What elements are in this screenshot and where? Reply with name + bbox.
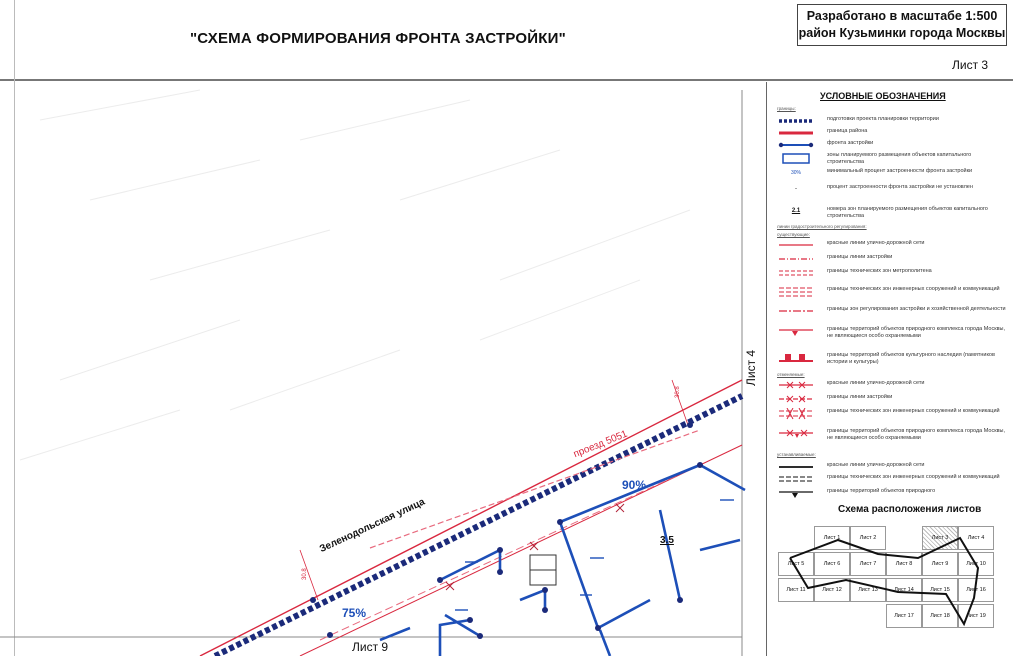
front-line-nodes <box>310 422 703 639</box>
red-line-icon <box>779 244 813 246</box>
legend-item: границы линии застройки <box>771 394 1011 408</box>
scale-text: Разработано в масштабе 1:500 <box>806 9 998 23</box>
legend-group-regulation: линии градостроительного регулирования: <box>777 224 867 229</box>
legend-item: границы технических зон инженерных соору… <box>771 408 1011 422</box>
red-cross-line-icon <box>779 381 813 389</box>
red-line-upper <box>199 379 743 657</box>
dimension-line-upper <box>671 379 689 426</box>
sheet-cell[interactable]: Лист 9 <box>922 552 958 576</box>
legend-item: фронта застройки <box>771 140 1011 154</box>
legend-item: красные линии улично-дорожной сети <box>771 240 1011 254</box>
legend-group-boundaries: границы: <box>777 106 796 111</box>
dimension-line-lower <box>299 549 319 601</box>
neighbour-sheet-bottom[interactable]: Лист 9 <box>352 640 389 654</box>
legend-title: УСЛОВНЫЕ ОБОЗНАЧЕНИЯ <box>820 91 946 101</box>
legend-item: границы территорий объектов культурного … <box>771 352 1011 366</box>
black-line-icon <box>779 466 813 468</box>
legend-item: границы линии застройки <box>771 254 1011 268</box>
passage-line <box>369 429 701 549</box>
sheet-cell[interactable]: Лист 2 <box>850 526 886 550</box>
zone-number-label: 3.5 <box>660 535 674 546</box>
dimension-label-lower: 30.8 <box>302 568 308 580</box>
legend-item: зоны планируемого размещения объектов ка… <box>771 152 1011 166</box>
legend-group-cancelled: отменяемые: <box>777 372 805 377</box>
district-text: район Кузьминки города Москвы <box>798 26 1006 40</box>
sheet-cell[interactable]: Лист 11 <box>778 578 814 602</box>
red-dash-line-icon <box>779 258 813 260</box>
red-block-line-icon <box>779 354 813 362</box>
legend-item: границы территорий объектов природного к… <box>771 428 1011 442</box>
front-line-icon <box>778 142 814 148</box>
legend-item: границы технических зон инженерных соору… <box>771 474 1011 488</box>
dash-symbol: - <box>795 186 797 192</box>
zone-rectangle-icon <box>782 153 810 164</box>
zone-number-symbol: 2.1 <box>791 208 801 214</box>
percent-dashes <box>455 499 734 611</box>
map-drawing <box>0 89 746 659</box>
red-cross-dash-line-icon <box>779 395 813 403</box>
sheet-cell[interactable]: Лист 15 <box>922 578 958 602</box>
scale-info-box: Разработано в масштабе 1:500 район Кузьм… <box>797 4 1007 46</box>
percent-symbol: 30% <box>790 170 801 176</box>
sheet-number: Лист 3 <box>952 58 989 72</box>
percent-label-upper: 90% <box>622 478 647 492</box>
legend-item: красные линии улично-дорожной сети <box>771 380 1011 394</box>
sheet-cell-current[interactable]: Лист 3 <box>922 526 958 550</box>
red-dashdot-line-icon <box>779 310 813 312</box>
red-double-line-icon <box>779 287 813 297</box>
map-canvas[interactable]: Зеленодольская улица проезд 5051 90% 75%… <box>0 80 766 659</box>
legend-item: подготовки проекта планировки территории <box>771 116 1011 130</box>
legend-item: границы зон регулирования застройки и хо… <box>771 306 1011 320</box>
legend-item: 2.1 номера зон планируемого размещения о… <box>771 206 1011 220</box>
sheet-cell[interactable]: Лист 17 <box>886 604 922 628</box>
black-double-line-icon <box>779 476 813 482</box>
legend-item: границы технических зон инженерных соору… <box>771 286 1011 300</box>
building-line <box>319 464 701 641</box>
sheet-cell[interactable]: Лист 12 <box>814 578 850 602</box>
legend-item: - процент застроенности фронта застройки… <box>771 184 1011 198</box>
sheet-layout-title: Схема расположения листов <box>838 504 982 515</box>
frame-left-edge <box>14 0 15 656</box>
cross-markers <box>445 503 625 591</box>
red-hatch-line-icon <box>779 270 813 276</box>
sheet-cell[interactable]: Лист 18 <box>922 604 958 628</box>
red-line-lower <box>299 444 743 657</box>
frame-divider <box>0 79 1013 81</box>
planning-area-outline <box>789 536 980 627</box>
dotted-navy-line-icon <box>779 119 813 123</box>
red-triangle-line-icon <box>779 329 813 336</box>
red-cross-double-line-icon <box>779 408 813 420</box>
legend-group-existing: существующие: <box>777 232 810 237</box>
sheet-cell[interactable]: Лист 6 <box>814 552 850 576</box>
legend-item: границы территорий объектов природного к… <box>771 326 1011 340</box>
map-background-texture <box>19 89 691 461</box>
black-triangle-line-icon <box>779 491 813 498</box>
planning-boundary-line <box>213 393 744 659</box>
sheet-cell[interactable]: Лист 7 <box>850 552 886 576</box>
red-cross-triangle-line-icon <box>779 429 813 438</box>
sheet-cell[interactable]: Лист 13 <box>850 578 886 602</box>
legend-group-established: устанавливаемые: <box>777 452 816 457</box>
legend-item: граница района <box>771 128 1011 142</box>
legend-item: границы территорий объектов природного <box>771 488 1011 502</box>
legend-item: 30% минимальный процент застроенности фр… <box>771 168 1011 182</box>
neighbour-sheet-right[interactable]: Лист 4 <box>744 349 758 386</box>
building-front-lines <box>379 463 746 657</box>
red-thick-line-icon <box>779 131 813 135</box>
percent-label-lower: 75% <box>342 606 367 620</box>
page-title: "СХЕМА ФОРМИРОВАНИЯ ФРОНТА ЗАСТРОЙКИ" <box>190 30 566 47</box>
legend-item: красные линии улично-дорожной сети <box>771 462 1011 476</box>
legend-item: границы технических зон метрополитена <box>771 268 1011 282</box>
dimension-label-upper: 30.8 <box>675 386 681 398</box>
